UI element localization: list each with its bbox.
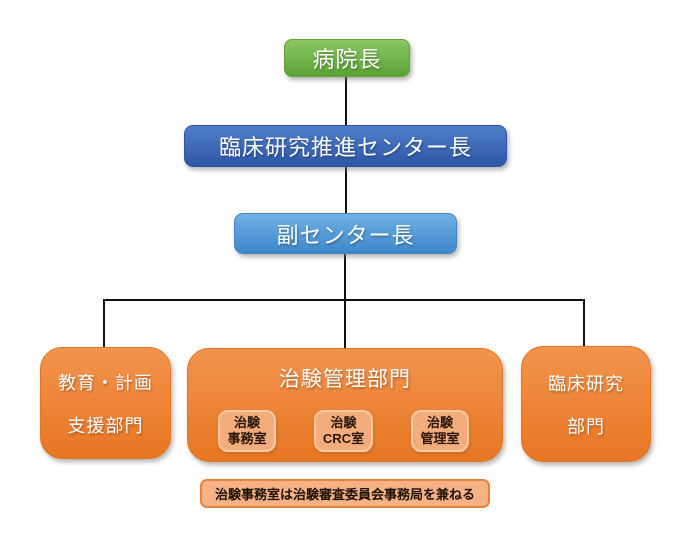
office-trial-crc: 治験 CRC室	[314, 410, 373, 452]
connector-drop-education	[103, 300, 105, 347]
office-trial-administration-label: 治験 事務室	[227, 414, 267, 446]
office-trial-administration: 治験 事務室	[218, 410, 276, 452]
node-clinical-research-promotion-center-head: 臨床研究推進センター長	[184, 125, 507, 167]
node-center-head-label: 臨床研究推進センター長	[218, 135, 472, 160]
clinical-research-dept-label-line2: 部門	[567, 416, 605, 437]
node-education-planning-support-dept: 教育・計画 支援部門	[40, 347, 171, 459]
node-trial-management-dept: 治験管理部門 治験 事務室 治験 CRC室 治験 管理室	[187, 348, 503, 462]
office-trial-management-label: 治験 管理室	[420, 414, 460, 446]
connector-top-to-center-head	[345, 77, 347, 126]
node-deputy-center-head: 副センター長	[234, 213, 457, 254]
node-deputy-head-label: 副センター長	[276, 222, 415, 248]
footnote-text: 治験事務室は治験審査委員会事務局を兼ねる	[214, 487, 475, 502]
node-clinical-research-dept: 臨床研究 部門	[521, 346, 651, 462]
education-dept-label-line1: 教育・計画	[58, 372, 153, 393]
connector-departments-horizontal	[103, 299, 585, 301]
trial-management-dept-title: 治験管理部門	[279, 368, 411, 391]
connector-center-head-to-deputy	[345, 167, 347, 213]
footnote-bar: 治験事務室は治験審査委員会事務局を兼ねる	[200, 479, 490, 508]
connector-drop-clinical-research	[583, 300, 585, 346]
office-trial-crc-label: 治験 CRC室	[322, 414, 365, 446]
node-hospital-director-label: 病院長	[312, 47, 382, 72]
education-dept-label-line2: 支援部門	[67, 415, 144, 436]
connector-deputy-to-departments	[344, 254, 346, 348]
node-hospital-director: 病院長	[284, 39, 410, 77]
office-trial-management: 治験 管理室	[411, 410, 469, 452]
clinical-research-dept-label-line1: 臨床研究	[548, 373, 624, 394]
